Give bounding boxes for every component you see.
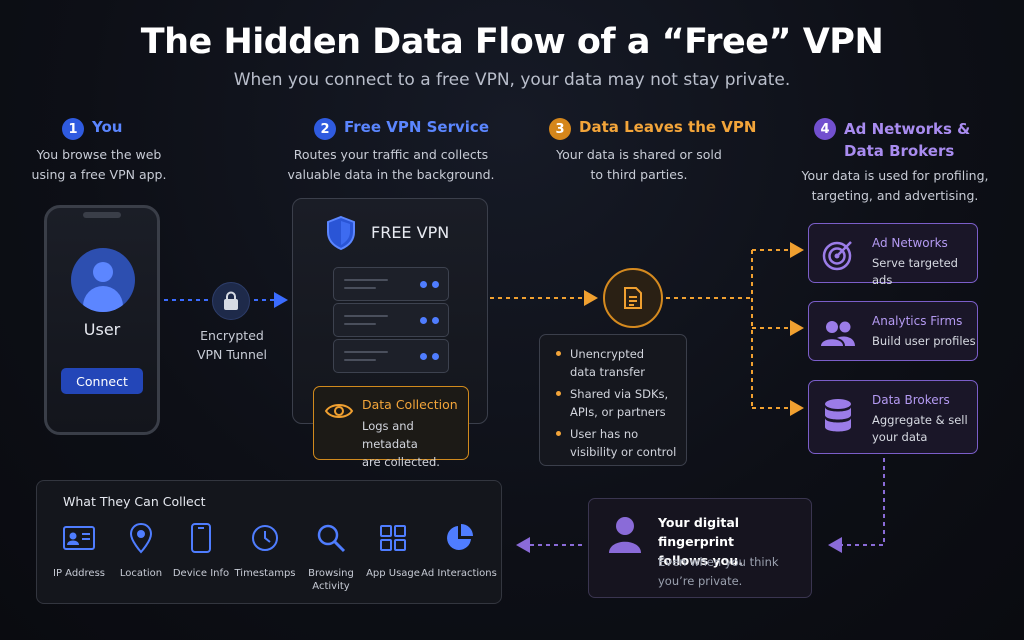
free-vpn-label: FREE VPN <box>371 223 450 242</box>
step-4-heading: 4 Ad Networks &Data Brokers <box>814 118 970 162</box>
user-avatar-icon <box>71 248 135 312</box>
transfer-to-recipients-lines <box>666 249 800 409</box>
page-title: The Hidden Data Flow of a “Free” VPN <box>140 22 884 62</box>
step-4-description: Your data is used for profiling,targetin… <box>801 168 989 203</box>
recipient-title: Ad Networks <box>872 236 948 250</box>
server-rack-1 <box>333 267 449 301</box>
step-3-number: 3 <box>549 118 571 140</box>
recipient-title: Analytics Firms <box>872 314 963 328</box>
phone-icon <box>163 521 239 555</box>
server-rack-3 <box>333 339 449 373</box>
grid-icon <box>355 521 431 555</box>
eye-icon <box>324 401 354 425</box>
id-card-icon <box>41 521 117 555</box>
document-icon <box>603 268 663 328</box>
clock-icon <box>227 521 303 555</box>
recipient-title: Data Brokers <box>872 393 950 407</box>
step-4-title: Ad Networks &Data Brokers <box>844 120 971 160</box>
collect-panel-title: What They Can Collect <box>63 494 206 509</box>
collect-item-ip-address: IP Address <box>41 521 117 580</box>
recipient-desc: Build user profiles <box>872 334 976 348</box>
pie-chart-icon <box>421 521 497 555</box>
step-3-heading: 3 Data Leaves the VPN <box>549 118 756 140</box>
what-they-collect-panel: What They Can Collect IP Address Locatio… <box>36 480 502 604</box>
phone-notch <box>83 212 121 218</box>
user-label: User <box>83 320 121 339</box>
step-3-title: Data Leaves the VPN <box>579 118 757 136</box>
step-1-number: 1 <box>62 118 84 140</box>
person-icon <box>607 515 643 559</box>
location-pin-icon <box>103 521 179 555</box>
recipient-card-ad-networks: Ad Networks Serve targeted ads <box>808 223 978 287</box>
shield-icon <box>325 215 357 255</box>
transfer-bullet: Shared via SDKs,APIs, or partners <box>554 385 684 421</box>
collect-item-location: Location <box>103 521 179 580</box>
users-icon <box>819 314 857 352</box>
phone-device: User Connect <box>44 205 160 435</box>
page-subtitle: When you connect to a free VPN, your dat… <box>233 70 791 90</box>
search-icon <box>293 521 369 555</box>
brokers-to-fingerprint-line <box>828 458 885 553</box>
step-1-title: You <box>92 118 123 136</box>
collect-item-app-usage: App Usage <box>355 521 431 580</box>
collect-item-device-info: Device Info <box>163 521 239 580</box>
step-2-title: Free VPN Service <box>344 118 489 136</box>
recipient-card-analytics-firms: Analytics Firms Build user profiles <box>808 301 978 361</box>
data-collection-title: Data Collection <box>362 397 458 412</box>
target-icon <box>819 236 857 274</box>
lock-icon <box>212 282 250 320</box>
collect-item-ad-interactions: Ad Interactions <box>421 521 497 580</box>
step-2-heading: 2 Free VPN Service <box>314 118 489 140</box>
database-icon <box>819 397 857 435</box>
step-2-number: 2 <box>314 118 336 140</box>
recipient-desc: Serve targeted ads <box>872 256 958 287</box>
server-rack-2 <box>333 303 449 337</box>
connect-button[interactable]: Connect <box>61 368 143 394</box>
step-1-heading: 1 You <box>62 118 122 140</box>
step-4-number: 4 <box>814 118 836 140</box>
collect-item-timestamps: Timestamps <box>227 521 303 580</box>
